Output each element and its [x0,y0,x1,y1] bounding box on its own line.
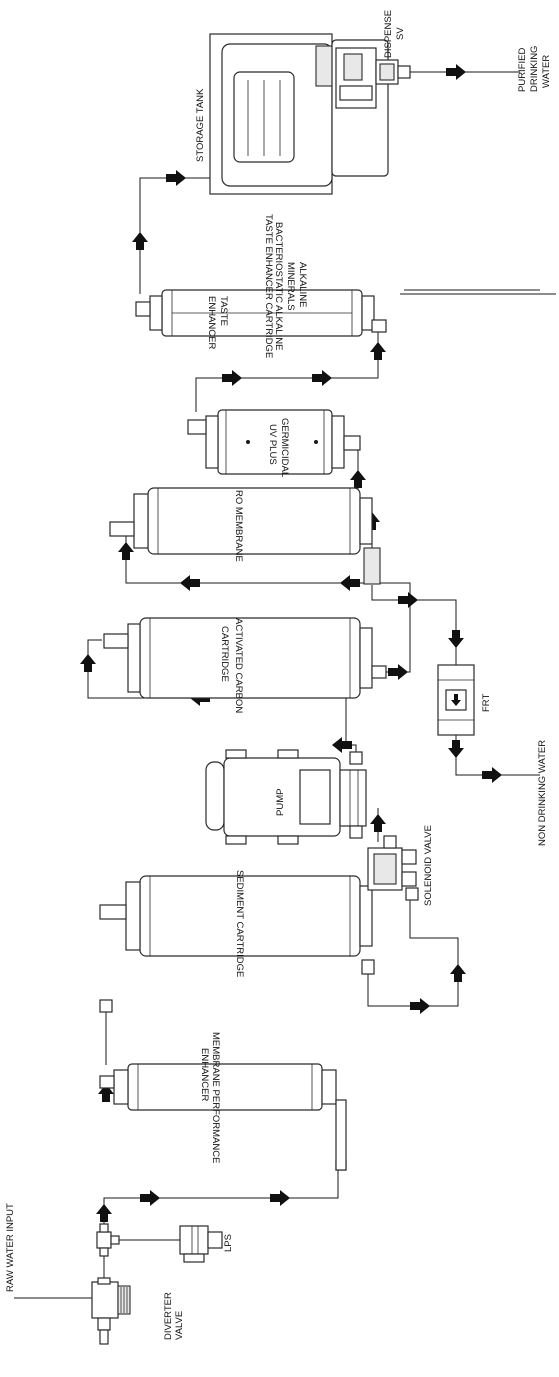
label-germicidal-uv: GERMICIDAL [279,418,290,477]
label-taste-enhancer: TASTE [218,296,229,326]
sediment-cartridge [99,875,375,1013]
membrane-enhancer-cartridge [99,1063,347,1171]
ro-membrane [109,487,381,585]
label-dispense-sv: DISPENSE [383,10,394,58]
arrow-right [410,998,430,1014]
solenoid-valve [367,835,419,901]
label-germicidal-uv: UV PLUS [267,424,278,465]
label-lps: LPS [223,1234,234,1252]
label-storage-tank: STORAGE TANK [195,88,206,162]
pump [205,749,367,845]
label-sediment-cartridge: SEDIMENT CARTRIDGE [234,870,245,977]
diverter-valve [91,1277,131,1345]
label-raw-water-input: RAW WATER INPUT [5,1203,16,1292]
flow-arrows [80,64,502,1222]
arrow-right [140,1190,160,1206]
arrow-right [482,767,502,783]
arrow-left [332,737,352,753]
label-alkaline-minerals: ALKALINE [297,262,308,307]
arrow-up [370,342,386,360]
label-solenoid-valve: SOLENOID VALVE [423,825,434,906]
arrow-right [222,370,242,386]
arrow-up [132,232,148,250]
low-pressure-switch [179,1225,223,1263]
label-purified-water: WATER [541,55,552,88]
label-ro-membrane: RO MEMBRANE [233,490,244,562]
arrow-up [370,814,386,832]
label-alkaline-minerals: MINERALS [285,262,296,311]
arrow-up [118,542,134,560]
arrow-right [388,664,408,680]
flow-restrictor [437,664,475,736]
label-frt: FRT [481,694,492,712]
arrow-right [398,592,418,608]
arrow-up [80,654,96,672]
label-taste-enhancer: ENHANCER [206,296,217,349]
label-membrane-enhancer: MEMBRANE PERFORMANCE [210,1032,221,1163]
arrow-right [446,64,466,80]
label-pump: PUMP [275,789,286,816]
arrow-right [312,370,332,386]
alkaline-taste-enhancer-cartridge [135,289,387,337]
dispense-solenoid-valve [375,59,411,85]
arrow-up [450,964,466,982]
label-bacteriostatic-cartridge: TASTE ENHANCER CARTRIDGE [263,214,274,358]
label-carbon-cartridge: CARTRIDGE [219,626,230,682]
label-diverter-valve: DIVERTER [163,1292,174,1340]
arrow-left [340,575,360,591]
label-purified-water: PURIFIED [517,48,528,92]
arrow-down [448,630,464,648]
activated-carbon-cartridge [103,617,387,699]
arrow-right [270,1190,290,1206]
germicidal-uv-cartridge [187,409,361,475]
arrow-up [98,1084,114,1102]
arrow-left [180,575,200,591]
label-carbon-cartridge: ACTIVATED CARBON [233,618,244,713]
label-non-drinking-water: NON DRINKING WATER [537,740,548,846]
arrow-right [166,170,186,186]
label-membrane-enhancer: ENHANCER [199,1048,210,1101]
tee-fitting [96,1223,120,1257]
arrow-down [448,740,464,758]
arrow-up [96,1204,112,1222]
storage-tank [209,33,389,195]
label-bacteriostatic-cartridge: BACTERIOSTATIC ALKALINE [273,222,284,350]
label-purified-water: DRINKING [529,46,540,92]
label-diverter-valve: VALVE [174,1311,185,1340]
label-dispense-sv: SV [395,27,406,40]
arrow-up [350,470,366,488]
